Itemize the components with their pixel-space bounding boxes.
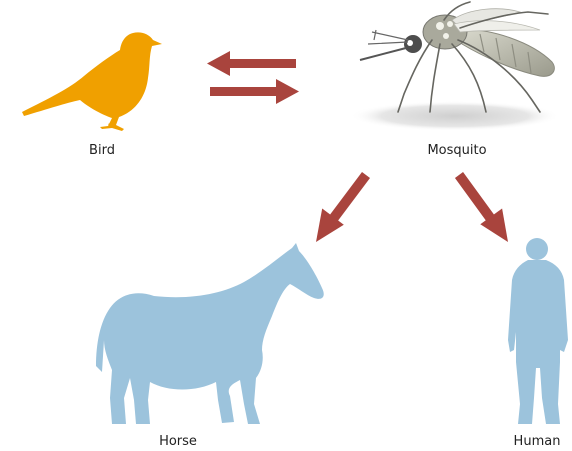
- arrow-mosquito-to-horse: [316, 175, 366, 242]
- human-label: Human: [514, 434, 561, 449]
- horse-icon: [96, 243, 324, 424]
- bird-icon: [22, 32, 162, 131]
- mosquito-label: Mosquito: [427, 143, 486, 158]
- human-icon: [508, 238, 568, 424]
- arrow-mosquito-to-human: [459, 175, 508, 242]
- mosquito-icon: [350, 2, 560, 131]
- arrow-mosquito-to-bird: [207, 51, 296, 76]
- arrow-bird-to-mosquito: [210, 79, 299, 104]
- horse-label: Horse: [159, 434, 197, 449]
- bird-label: Bird: [89, 143, 115, 158]
